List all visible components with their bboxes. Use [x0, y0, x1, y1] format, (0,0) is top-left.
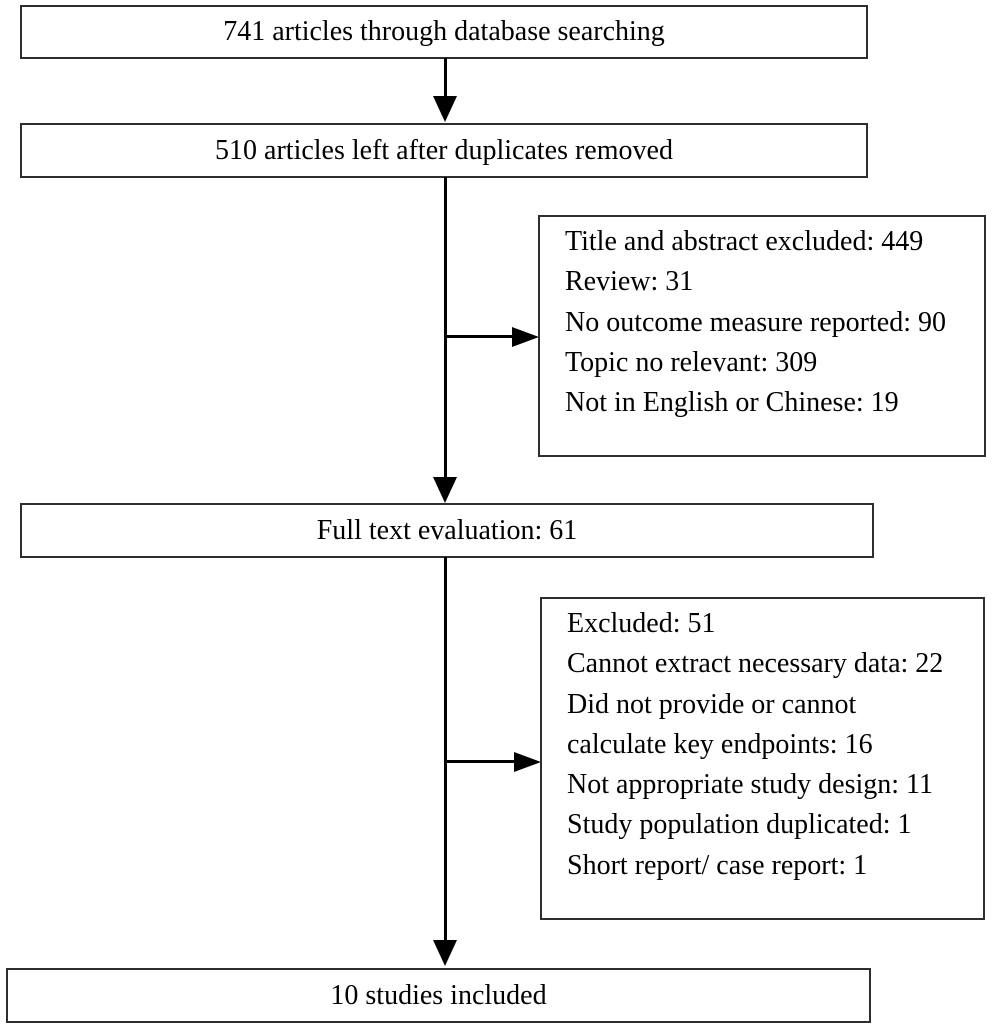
connector-line-down-1	[444, 58, 447, 98]
flow-box-database-search: 741 articles through database searching	[20, 5, 868, 59]
flow-box-duplicates-removed-label: 510 articles left after duplicates remov…	[215, 134, 673, 166]
connector-line-down-3	[444, 557, 447, 941]
exclusion-item: Not in English or Chinese: 19	[565, 387, 899, 419]
exclusion-item: Cannot extract necessary data: 22	[567, 648, 944, 680]
exclusion-item: Topic no relevant: 309	[565, 346, 818, 378]
exclusion-item: Excluded: 51	[567, 608, 716, 639]
exclusion-item: Short report/ case report: 1	[567, 849, 868, 881]
connector-line-down-2	[444, 177, 447, 479]
flow-box-studies-included-label: 10 studies included	[330, 979, 547, 1011]
exclusion-item: Review: 31	[565, 266, 694, 298]
connector-line-branch-2	[446, 760, 514, 763]
flow-box-database-search-label: 741 articles through database searching	[223, 16, 665, 47]
flow-box-full-text-evaluation-label: Full text evaluation: 61	[316, 514, 578, 546]
flow-box-full-text-evaluation: Full text evaluation: 61	[20, 503, 874, 558]
flow-box-duplicates-removed: 510 articles left after duplicates remov…	[20, 123, 868, 178]
arrowhead-down-2-icon	[433, 477, 457, 503]
flow-box-full-text-exclusion: Excluded: 51 Cannot extract necessary da…	[540, 597, 985, 920]
arrowhead-down-1-icon	[433, 96, 457, 122]
exclusion-item: Did not provide or cannot calculate key …	[567, 688, 873, 760]
flow-box-title-abstract-exclusion: Title and abstract excluded: 449 Review:…	[538, 215, 986, 457]
exclusion-item: Not appropriate study design: 11	[567, 769, 934, 801]
arrowhead-right-1-icon	[512, 327, 539, 347]
exclusion-item: Title and abstract excluded: 449	[565, 226, 924, 257]
flow-box-studies-included: 10 studies included	[6, 968, 871, 1023]
connector-line-branch-1	[446, 335, 512, 338]
exclusion-item: Study population duplicated: 1	[567, 809, 912, 841]
exclusion-item: No outcome measure reported: 90	[565, 306, 946, 338]
arrowhead-down-3-icon	[433, 940, 457, 966]
arrowhead-right-2-icon	[514, 752, 541, 772]
